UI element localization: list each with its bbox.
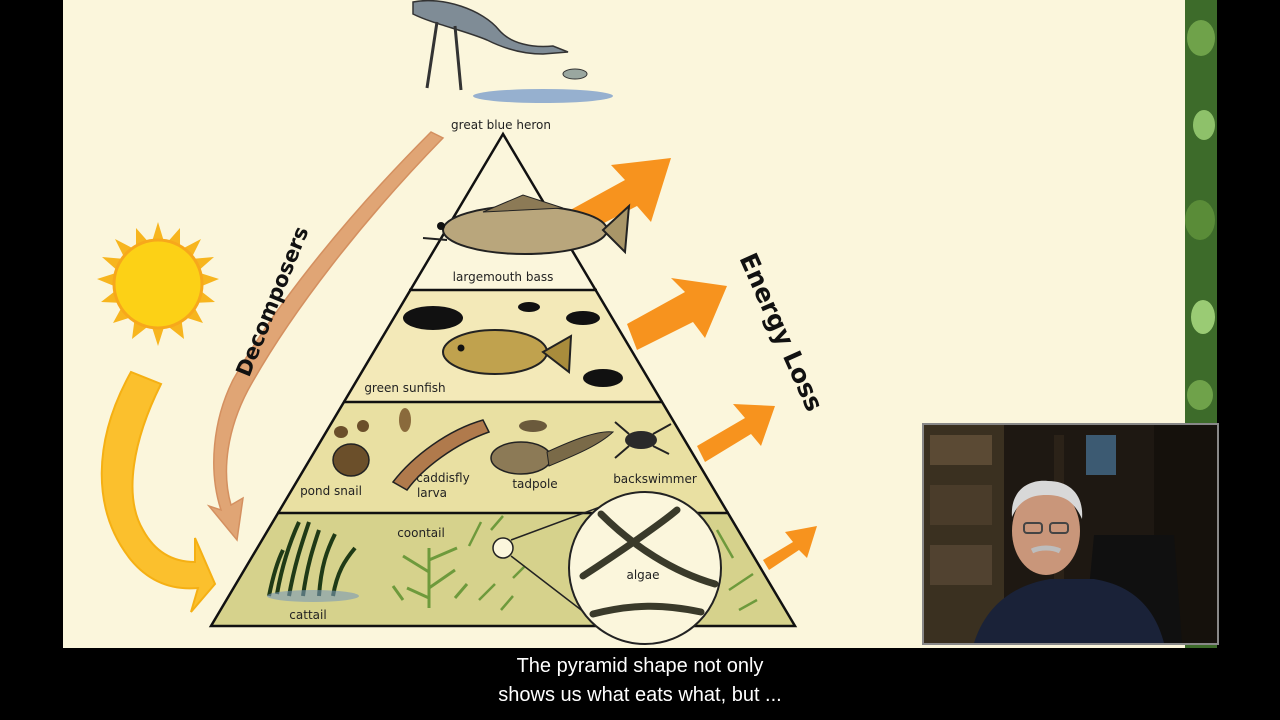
energy-arrow-3 xyxy=(697,404,775,462)
cattail-icon: cattail xyxy=(267,521,359,622)
caption-line-2: shows us what eats what, but ... xyxy=(498,684,782,706)
caddisfly-larva-icon: caddisfly larva xyxy=(391,408,491,500)
heron-icon: great blue heron xyxy=(412,0,613,132)
decomposer-arrow xyxy=(206,131,445,542)
pond-snail-icon: pond snail xyxy=(300,420,370,498)
aquatic-plants xyxy=(467,515,758,612)
caddisfly-label-line1: caddisfly xyxy=(416,471,469,485)
coontail-label: coontail xyxy=(397,526,445,540)
cattail-label: cattail xyxy=(289,608,326,622)
leaf xyxy=(1187,380,1213,410)
algae-label: algae xyxy=(626,568,659,582)
caddisfly-label-line2: larva xyxy=(417,486,447,500)
energy-loss-label: Energy Loss xyxy=(734,249,830,416)
snail-label: pond snail xyxy=(300,484,362,498)
sun-icon xyxy=(97,222,219,346)
leaf xyxy=(1185,200,1215,240)
heron-label: great blue heron xyxy=(451,118,551,132)
leaf xyxy=(1193,110,1215,140)
algae-magnifier: algae xyxy=(492,491,722,645)
leaf xyxy=(1191,300,1215,334)
backswimmer-icon: backswimmer xyxy=(613,421,697,486)
sunfish-label: green sunfish xyxy=(364,381,445,395)
presenter-video-overlay xyxy=(922,423,1219,645)
sun-energy-arrow xyxy=(100,370,217,613)
subtitle-caption: The pyramid shape not only shows us what… xyxy=(0,652,1280,710)
largemouth-bass-icon: largemouth bass xyxy=(422,194,631,284)
tadpole-label: tadpole xyxy=(512,477,557,491)
bass-label: largemouth bass xyxy=(453,270,554,284)
green-sunfish-icon: green sunfish xyxy=(364,302,623,395)
food-pyramid-diagram: Decomposers Energy Loss great blue heron… xyxy=(97,0,830,645)
energy-arrow-4 xyxy=(763,526,817,570)
presenter-webcam-icon xyxy=(924,425,1217,643)
slide: Decomposers Energy Loss great blue heron… xyxy=(63,0,1185,648)
energy-arrow-2 xyxy=(627,278,727,350)
coontail-icon: coontail xyxy=(391,526,469,608)
caption-line-1: The pyramid shape not only xyxy=(516,655,764,677)
leaf xyxy=(1187,20,1215,56)
backswimmer-label: backswimmer xyxy=(613,472,697,486)
tadpole-icon: tadpole xyxy=(490,420,615,491)
pyramid-outline xyxy=(208,131,798,628)
